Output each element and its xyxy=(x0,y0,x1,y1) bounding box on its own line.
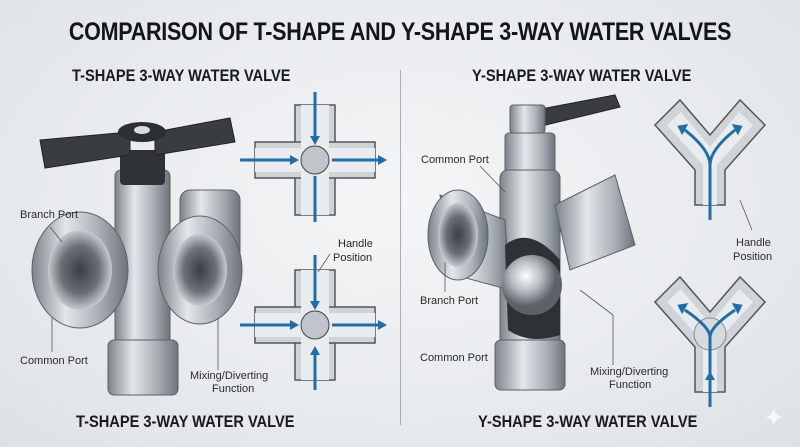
t-label-handle-position-line2: Position xyxy=(333,252,373,264)
y-label-mixing-line1: Mixing/Diverting xyxy=(590,366,669,378)
t-leader-lines xyxy=(49,226,331,370)
y-valve-illustration xyxy=(427,94,636,391)
t-label-handle-position-line1: Handle xyxy=(338,238,373,250)
panel-divider xyxy=(400,70,401,425)
page-title: COMPARISON OF T-SHAPE AND Y-SHAPE 3-WAY … xyxy=(68,18,732,46)
t-valve-heading-bottom: T-SHAPE 3-WAY WATER VALVE xyxy=(76,412,295,431)
t-label-mixing-line1: Mixing/Diverting xyxy=(190,370,269,382)
y-label-branch-port: Branch Port xyxy=(420,295,479,307)
t-cross-section-flow-2 xyxy=(240,255,387,390)
t-cross-section-flow-1 xyxy=(240,92,387,222)
y-label-common-port-bottom: Common Port xyxy=(420,352,488,364)
y-label-mixing-line2: Function xyxy=(609,379,652,391)
y-label-common-port-top: Common Port xyxy=(421,154,489,166)
y-label-handle-position-line1: Handle xyxy=(736,237,771,249)
t-valve-heading-top: T-SHAPE 3-WAY WATER VALVE xyxy=(72,66,291,85)
y-valve-heading-top: Y-SHAPE 3-WAY WATER VALVE xyxy=(472,66,692,85)
y-valve-heading-bottom: Y-SHAPE 3-WAY WATER VALVE xyxy=(478,412,698,431)
t-label-branch-port: Branch Port xyxy=(20,209,79,221)
t-valve-illustration xyxy=(31,117,243,396)
t-label-common-port: Common Port xyxy=(20,355,88,367)
y-label-handle-position-line2: Position xyxy=(733,251,773,263)
sparkle-icon xyxy=(765,408,783,426)
y-cross-section-flow-1 xyxy=(653,98,767,220)
t-label-mixing-line2: Function xyxy=(212,383,255,395)
y-cross-section-flow-2 xyxy=(653,275,767,407)
